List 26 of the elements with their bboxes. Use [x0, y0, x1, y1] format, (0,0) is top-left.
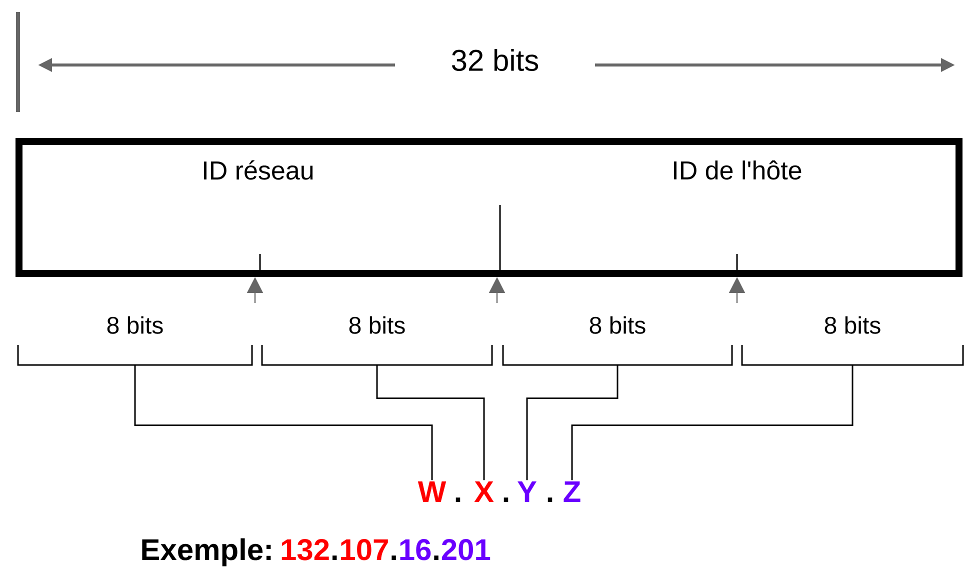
connector-line [571, 365, 854, 480]
example-value: 107 [341, 539, 388, 560]
dot-separator: . [456, 498, 460, 502]
dot-separator: . [504, 498, 508, 502]
dimension-label: 32 bits [452, 48, 538, 72]
bracket-label: 8 bits [590, 316, 646, 334]
example-value: 16 [400, 539, 431, 560]
octet-letter: X [474, 481, 494, 502]
octet-letter: W [418, 481, 446, 502]
example-value: 132 [282, 539, 329, 560]
dot-separator: . [548, 498, 552, 502]
bracket-label: 8 bits [107, 316, 163, 334]
bracket-label: 8 bits [349, 316, 405, 334]
example-value: . [392, 556, 396, 560]
connector-line [376, 365, 485, 480]
example-value: 201 [442, 539, 490, 560]
example-value: . [434, 556, 438, 560]
octet-letter: Y [518, 481, 537, 502]
bracket-label: 8 bits [824, 316, 880, 334]
octet-letter: Z [564, 481, 580, 502]
example-caption: Exemple: [142, 538, 271, 566]
field-label: ID réseau [204, 160, 313, 180]
example-value: . [332, 556, 337, 560]
connector-line [134, 365, 433, 480]
field-label: ID de l'hôte [674, 160, 802, 180]
connector-line [526, 365, 618, 480]
